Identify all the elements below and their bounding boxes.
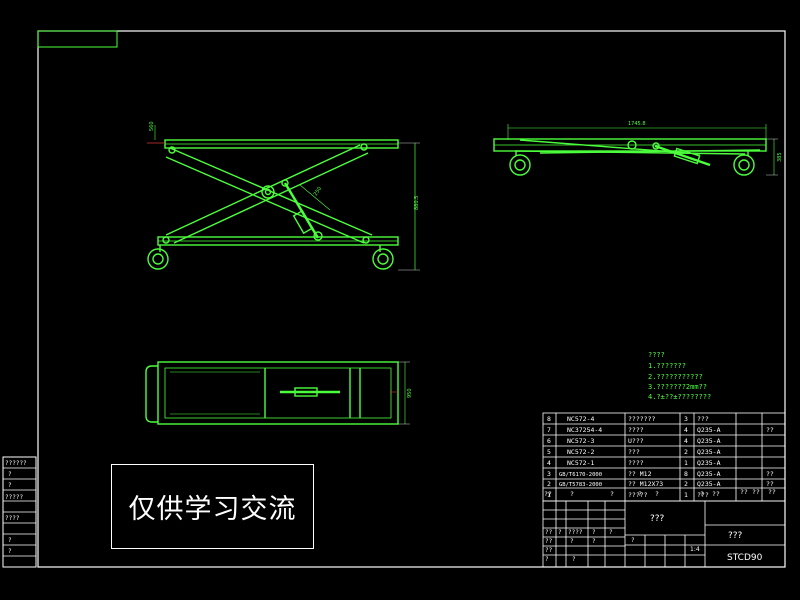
bom-row-8-qty: 3 <box>684 415 688 423</box>
top-view <box>145 361 399 425</box>
bom-row-4-name: ???? <box>628 459 644 467</box>
drawing-number: STCD90 <box>727 553 763 563</box>
tb-cell-9: ?? <box>545 547 553 554</box>
dim-small-b: 250 <box>313 186 323 197</box>
front-view-dims <box>147 125 420 271</box>
bom-row-4-no: 4 <box>547 459 551 467</box>
dim-height: 880.5 <box>414 196 420 210</box>
note-2: 2.??????????? <box>648 373 703 381</box>
bom-row-1-mat: ??? <box>697 491 709 499</box>
tb-cell-4: ? <box>609 529 613 536</box>
bom-row-6-qty: 4 <box>684 437 688 445</box>
note-title: ???? <box>648 351 665 359</box>
bom-row-2-qty: 2 <box>684 480 688 488</box>
bom-row-2-mat: Q235-A <box>697 480 721 488</box>
top-view-dims <box>390 361 410 425</box>
bom-row-3-qty: 8 <box>684 470 688 478</box>
tb-cell-6: ?? <box>545 538 553 545</box>
bom-row-3-code: GB/T6170-2000 <box>559 472 602 478</box>
bom-row-6-no: 6 <box>547 437 551 445</box>
bom-row-1-no: 1 <box>547 491 551 499</box>
watermark-text: 仅供学习交流 <box>128 494 297 525</box>
top-left-tag <box>37 30 118 48</box>
side-view-dims <box>507 124 778 176</box>
bom-row-4-qty: 1 <box>684 459 688 467</box>
watermark-box: 仅供学习交流 <box>111 464 314 549</box>
bom-row-4-code: NC572-1 <box>567 459 594 467</box>
tb-cell-10: ? <box>545 556 549 563</box>
tb-cell-3: ? <box>592 529 596 536</box>
dim-side-height: 385 <box>777 152 783 162</box>
bom-row-8-name: ??????? <box>628 415 655 423</box>
note-1: 1.??????? <box>648 362 686 370</box>
bom-row-7-mat: Q235-A <box>697 426 721 434</box>
side-label-1: ? <box>8 471 12 478</box>
bom-row-7-name: ???? <box>628 426 644 434</box>
side-label-2: ? <box>8 482 12 489</box>
title-name: ??? <box>650 514 665 524</box>
side-label-5: ? <box>8 537 12 544</box>
bom-row-7-code: NC37254-4 <box>567 426 602 434</box>
bom-header-8: ?? <box>752 488 760 496</box>
bom-row-5-name: ??? <box>628 448 640 456</box>
bom-row-7-qty: 4 <box>684 426 688 434</box>
bom-header-2: ? <box>610 490 614 498</box>
bom-header-4: ? <box>655 490 659 498</box>
drawing-scale: 1:4 <box>690 546 700 553</box>
bom-row-5-qty: 2 <box>684 448 688 456</box>
bom-header-9: ?? <box>768 488 776 496</box>
bom-row-6-code: NC572-3 <box>567 437 594 445</box>
title-company: ??? <box>728 531 743 541</box>
bom-row-2-note: ?? <box>766 480 774 488</box>
note-3: 3.???????2mm?? <box>648 383 707 391</box>
side-label-6: ? <box>8 548 12 555</box>
side-label-3: ????? <box>5 494 23 501</box>
dim-small-a: 560 <box>149 121 155 131</box>
bom-row-1-name: ????? <box>628 491 648 499</box>
tb-cell-11: ? <box>572 556 576 563</box>
bom-row-3-name: ?? M12 <box>628 470 652 478</box>
bom-row-5-code: NC572-2 <box>567 448 594 456</box>
bom-grid <box>542 412 786 502</box>
tb-cell-7: ? <box>570 538 574 545</box>
tb-cell-2: ???? <box>568 529 583 536</box>
bom-row-7-note: ?? <box>766 426 774 434</box>
bom-row-1-qty: 1 <box>684 491 688 499</box>
bom-row-8-mat: ??? <box>697 415 709 423</box>
side-strip <box>3 467 36 557</box>
bom-row-6-name: U??? <box>628 437 644 445</box>
bom-row-3-no: 3 <box>547 470 551 478</box>
bom-row-2-name: ?? M12X73 <box>628 480 663 488</box>
bom-row-3-mat: Q235-A <box>697 470 721 478</box>
dim-top-width: 950 <box>407 388 413 398</box>
tb-cell-1: ? <box>558 529 562 536</box>
dim-total-length: 1745.8 <box>628 121 646 127</box>
tb-cell-8: ? <box>592 538 596 545</box>
tb-cell-0: ?? <box>545 529 553 536</box>
bom-row-8-no: 8 <box>547 415 551 423</box>
bom-row-2-code: GB/T5783-2000 <box>559 482 602 488</box>
title-block <box>542 500 786 568</box>
bom-header-5: ?? <box>712 490 720 498</box>
bom-row-8-code: NC572-4 <box>567 415 594 423</box>
side-view <box>493 138 767 176</box>
bom-row-4-mat: Q235-A <box>697 459 721 467</box>
bom-row-5-no: 5 <box>547 448 551 456</box>
bom-header-0: ?? <box>544 490 552 498</box>
bom-row-5-mat: Q235-A <box>697 448 721 456</box>
note-4: 4.?±??±???????? <box>648 393 711 401</box>
side-label-0: ?????? <box>5 460 27 467</box>
bom-header-3: ? <box>638 490 642 498</box>
bom-header-6: ? <box>700 490 704 498</box>
bom-row-2-no: 2 <box>547 480 551 488</box>
side-label-4: ???? <box>5 515 20 522</box>
tb-cell-5: ? <box>631 537 635 544</box>
front-view <box>147 139 399 270</box>
bom-header-7: ?? <box>740 488 748 496</box>
bom-header-1: ? <box>570 490 574 498</box>
bom-row-6-mat: Q235-A <box>697 437 721 445</box>
bom-row-7-no: 7 <box>547 426 551 434</box>
bom-row-3-note: ?? <box>766 470 774 478</box>
